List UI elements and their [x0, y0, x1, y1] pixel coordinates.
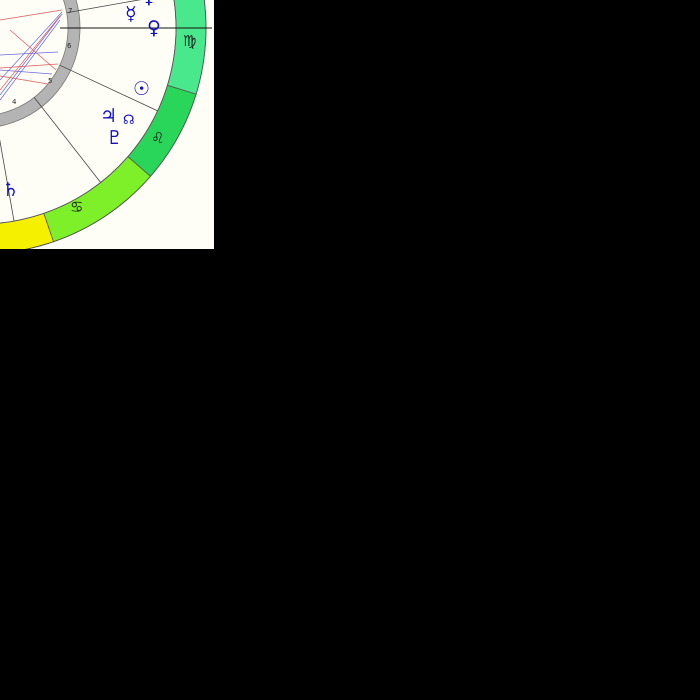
natal-chart-wheel: 7 6 5 4 ♍ ♌ ♋ ♀ ☿ ♀ ☉ ♃ ☊ ♇ ♄	[0, 0, 212, 249]
zodiac-band-inner-circle	[0, 0, 177, 224]
aspect-line-red	[0, 15, 61, 91]
aspect-line-red	[0, 9, 63, 21]
aspect-lines	[0, 9, 63, 101]
house-cusp-line	[0, 139, 15, 222]
house-number-4: 4	[12, 98, 17, 106]
north-node-icon: ☊	[123, 113, 135, 128]
pluto-icon: ♇	[106, 127, 123, 149]
house-number-6: 6	[67, 42, 72, 50]
aspect-line-blue	[0, 51, 59, 56]
aspect-line-blue	[0, 69, 53, 75]
zodiac-segment-virgo	[166, 0, 207, 95]
zodiac-band-outer-circle	[25, 0, 207, 249]
zodiac-segment-cancer	[43, 156, 152, 243]
venus-icon: ♀	[147, 17, 161, 39]
house-cusp-line	[33, 97, 101, 183]
aspect-line-blue	[0, 11, 63, 81]
sun-icon: ☉	[133, 78, 150, 100]
house-cusp-line	[59, 64, 158, 112]
aspect-line-red	[0, 75, 49, 85]
leo-sign-icon: ♌	[151, 129, 164, 147]
aspect-line-blue	[0, 19, 61, 101]
house-cusp-line	[66, 0, 142, 14]
clipped-planet-icon: ♀	[142, 0, 156, 8]
aspect-line-red	[0, 63, 59, 69]
jupiter-icon: ♃	[100, 105, 117, 127]
virgo-sign-icon: ♍	[183, 32, 196, 50]
cancer-sign-icon: ♋	[70, 198, 83, 216]
mercury-icon: ☿	[125, 3, 137, 25]
house-number-5: 5	[48, 77, 52, 85]
astrology-chart-panel: 7 6 5 4 ♍ ♌ ♋ ♀ ☿ ♀ ☉ ♃ ☊ ♇ ♄	[0, 0, 214, 249]
saturn-icon: ♄	[2, 179, 19, 201]
house-number-7: 7	[68, 7, 72, 15]
aspect-line-blue	[0, 13, 63, 96]
aspect-line-red	[9, 29, 57, 71]
house-number-ring	[0, 0, 81, 127]
